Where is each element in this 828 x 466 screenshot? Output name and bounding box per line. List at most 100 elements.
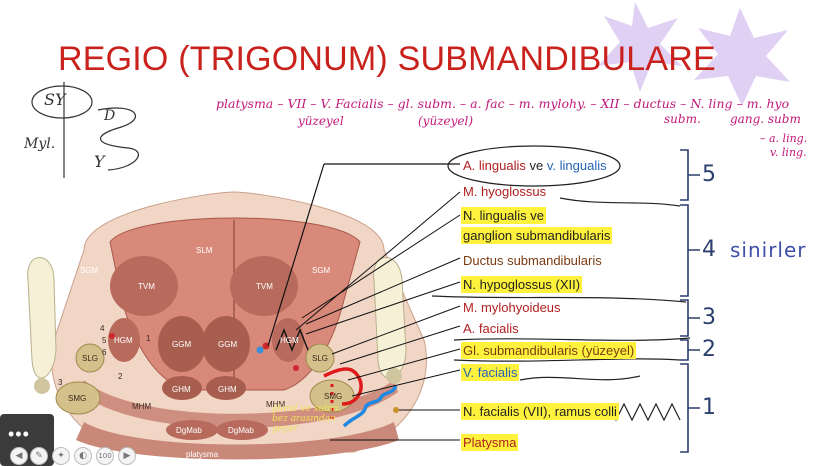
annotation-v-ling: v. ling. (770, 146, 807, 159)
anat-smg-left: SMG (68, 394, 87, 403)
smg-left (55, 381, 101, 415)
anat-hgm-right: HGM (280, 336, 299, 345)
anat-tvm-right: TVM (256, 282, 273, 291)
label-gl-submandibularis: Gl. submandibularis (yüzeyel) (461, 342, 637, 359)
label-m-hyoglossus: M. hyoglossus (463, 184, 547, 199)
anat-ghm-right: GHM (218, 385, 237, 394)
label-n-hypoglossus: N. hypoglossus (XII) (461, 276, 583, 293)
label-n-lingualis-1: N. lingualis ve (461, 207, 546, 224)
bullet-n-facialis (393, 407, 399, 413)
anat-dgmab-right: DgMab (228, 426, 254, 435)
vessel-dot-d (293, 365, 299, 371)
group-number-3: 3 (702, 305, 716, 330)
ggm-left (158, 316, 206, 372)
anat-slg-left: SLG (82, 354, 99, 363)
vessel-dot-a (262, 342, 270, 350)
anat-smg-right: SMG (324, 392, 343, 401)
forward-icon[interactable]: ▶ (118, 447, 136, 465)
ghm-left (162, 376, 202, 400)
circle-a-lingualis (447, 145, 621, 187)
annotation-yuzeyel-2: (yüzeyel) (418, 114, 474, 128)
pen-icon[interactable]: ✎ (30, 447, 48, 465)
vessel-dot-b (256, 346, 264, 354)
platysma-band (76, 422, 399, 460)
group-number-5: 5 (702, 162, 716, 187)
squiggle-black (275, 328, 309, 352)
leader-mylohyoid (331, 305, 461, 355)
bracket-2 (680, 339, 700, 361)
label-m-mylohyoideus: M. mylohyoideus (463, 300, 561, 315)
tooth-left (27, 257, 57, 379)
anat-tvm-left: TVM (138, 282, 155, 291)
stroke-hyoglossus (559, 197, 681, 207)
sketch-oval (31, 85, 93, 119)
sketch-s-curve (97, 107, 139, 171)
annotation-yuzeyel-1: yüzeyel (298, 114, 344, 128)
stroke-gl-subm-2 (453, 358, 681, 362)
eraser-icon[interactable]: ◐ (74, 447, 92, 465)
more-options-icon[interactable]: ••• (8, 424, 30, 444)
annotation-top-line: platysma – VII – V. Facialis – gl. subm.… (216, 96, 790, 111)
jaw-bone-left (34, 378, 50, 394)
leader-n-lingualis (301, 214, 461, 319)
pointer-icon[interactable]: ✦ (52, 447, 70, 465)
group-number-1: 1 (702, 395, 716, 420)
star-shape-right (694, 8, 790, 106)
annotation-gang-subm: gang. subm (730, 112, 801, 126)
dgmab-left (166, 420, 218, 440)
ggm-right (202, 316, 250, 372)
slg-left (75, 343, 105, 373)
anat-n1: 1 (146, 334, 151, 343)
annotation-subm: subm. (664, 112, 701, 126)
jaw-bone-right (386, 368, 402, 384)
tvm-right (230, 256, 298, 316)
leader-hyoglossus (295, 191, 461, 331)
squiggle-red (323, 367, 363, 406)
zoom-level[interactable]: 100 (96, 447, 114, 465)
anat-sgm-right: SGM (312, 266, 331, 275)
anat-mhm-right: MHM (266, 400, 286, 409)
anat-dgmab-left: DgMab (176, 426, 202, 435)
back-icon[interactable]: ◀ (10, 447, 28, 465)
anat-ggm-left: GGM (172, 340, 192, 349)
anat-platysma: platysma (186, 450, 219, 459)
label-a-lingualis-row: A. lingualis ve v. lingualis (461, 157, 609, 174)
dgmab-right (216, 420, 268, 440)
annotation-sinirler: sinirler (730, 238, 807, 262)
annotation-yellow-note: gland ve subm. bez arasından geçer (272, 404, 342, 434)
tvm-left (110, 256, 178, 316)
leader-a-lingualis (267, 163, 325, 347)
bracket-4 (680, 204, 700, 297)
anat-ghm-left: GHM (172, 385, 191, 394)
leader-hypoglossus (305, 281, 461, 335)
label-v-facialis: V. facialis (461, 364, 520, 381)
anat-mhm-left: MHM (132, 402, 152, 411)
anat-ggm-right: GGM (218, 340, 238, 349)
label-ve: ve (529, 158, 544, 173)
leader-gl-subm (347, 348, 461, 381)
stroke-v-facialis (519, 375, 641, 381)
anat-slm: SLM (196, 246, 213, 255)
presenter-toolbar[interactable]: ••• (0, 414, 54, 466)
annotation-a-ling: – a. ling. (760, 132, 808, 145)
bracket-5 (680, 149, 700, 201)
label-n-facialis: N. facialis (VII), ramus colli (461, 403, 619, 420)
group-number-4: 4 (702, 237, 716, 262)
label-ductus: Ductus submandibularis (463, 253, 602, 268)
bracket-1 (680, 363, 700, 453)
mylohyoid-sling (80, 380, 398, 428)
vessel-dot-c (109, 333, 115, 339)
star-decoration (598, 2, 790, 106)
sketch-label-y: Y (94, 152, 105, 171)
ghm-right (206, 376, 246, 400)
slide-title: REGIO (TRIGONUM) SUBMANDIBULARE (58, 40, 716, 78)
anat-sgm-left: SGM (80, 266, 99, 275)
anat-slg-right: SLG (312, 354, 329, 363)
bracket-3 (680, 299, 700, 337)
label-v-lingualis: v. lingualis (546, 158, 607, 173)
anat-hgm-left: HGM (114, 336, 133, 345)
label-a-lingualis: A. lingualis (463, 158, 526, 173)
label-n-lingualis-2: ganglion submandibularis (461, 227, 613, 244)
